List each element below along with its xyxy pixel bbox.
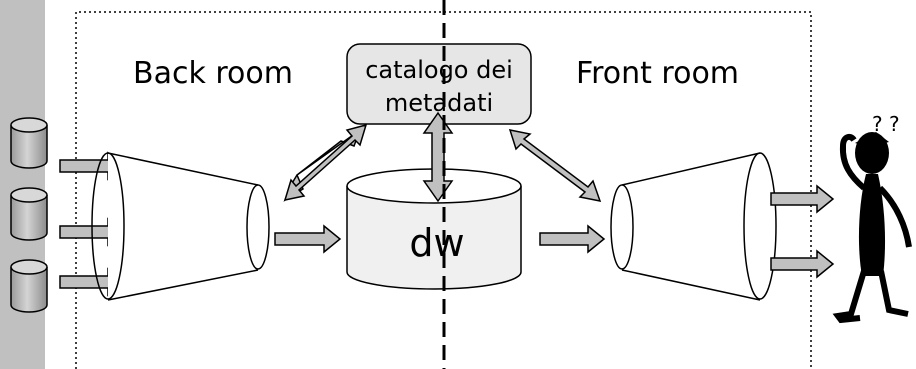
thinking-person-icon xyxy=(832,132,912,324)
back-room-label: Back room xyxy=(133,56,293,91)
arrow-icon xyxy=(770,249,835,279)
source-database-icon-2 xyxy=(10,187,48,241)
double-arrow-icon xyxy=(422,111,454,203)
catalog-label-line2: metadati xyxy=(385,89,493,117)
front-room-label: Front room xyxy=(576,56,739,91)
source-database-icon-3 xyxy=(10,259,48,313)
arrow-icon xyxy=(274,224,342,254)
arrow-icon xyxy=(770,184,835,214)
question-marks: ? ? xyxy=(872,112,900,136)
sources-side-bar xyxy=(0,0,45,369)
warehouse-label: dw xyxy=(409,221,464,265)
catalog-label-line1: catalogo dei xyxy=(365,56,513,84)
double-arrow-icon xyxy=(508,129,602,202)
source-database-icon-1 xyxy=(10,117,48,169)
arrow-icon xyxy=(539,224,606,254)
back-room-funnel-icon xyxy=(91,152,270,301)
double-arrow-icon xyxy=(283,123,368,201)
system-boundary xyxy=(75,11,812,369)
front-room-funnel-icon xyxy=(610,152,777,301)
